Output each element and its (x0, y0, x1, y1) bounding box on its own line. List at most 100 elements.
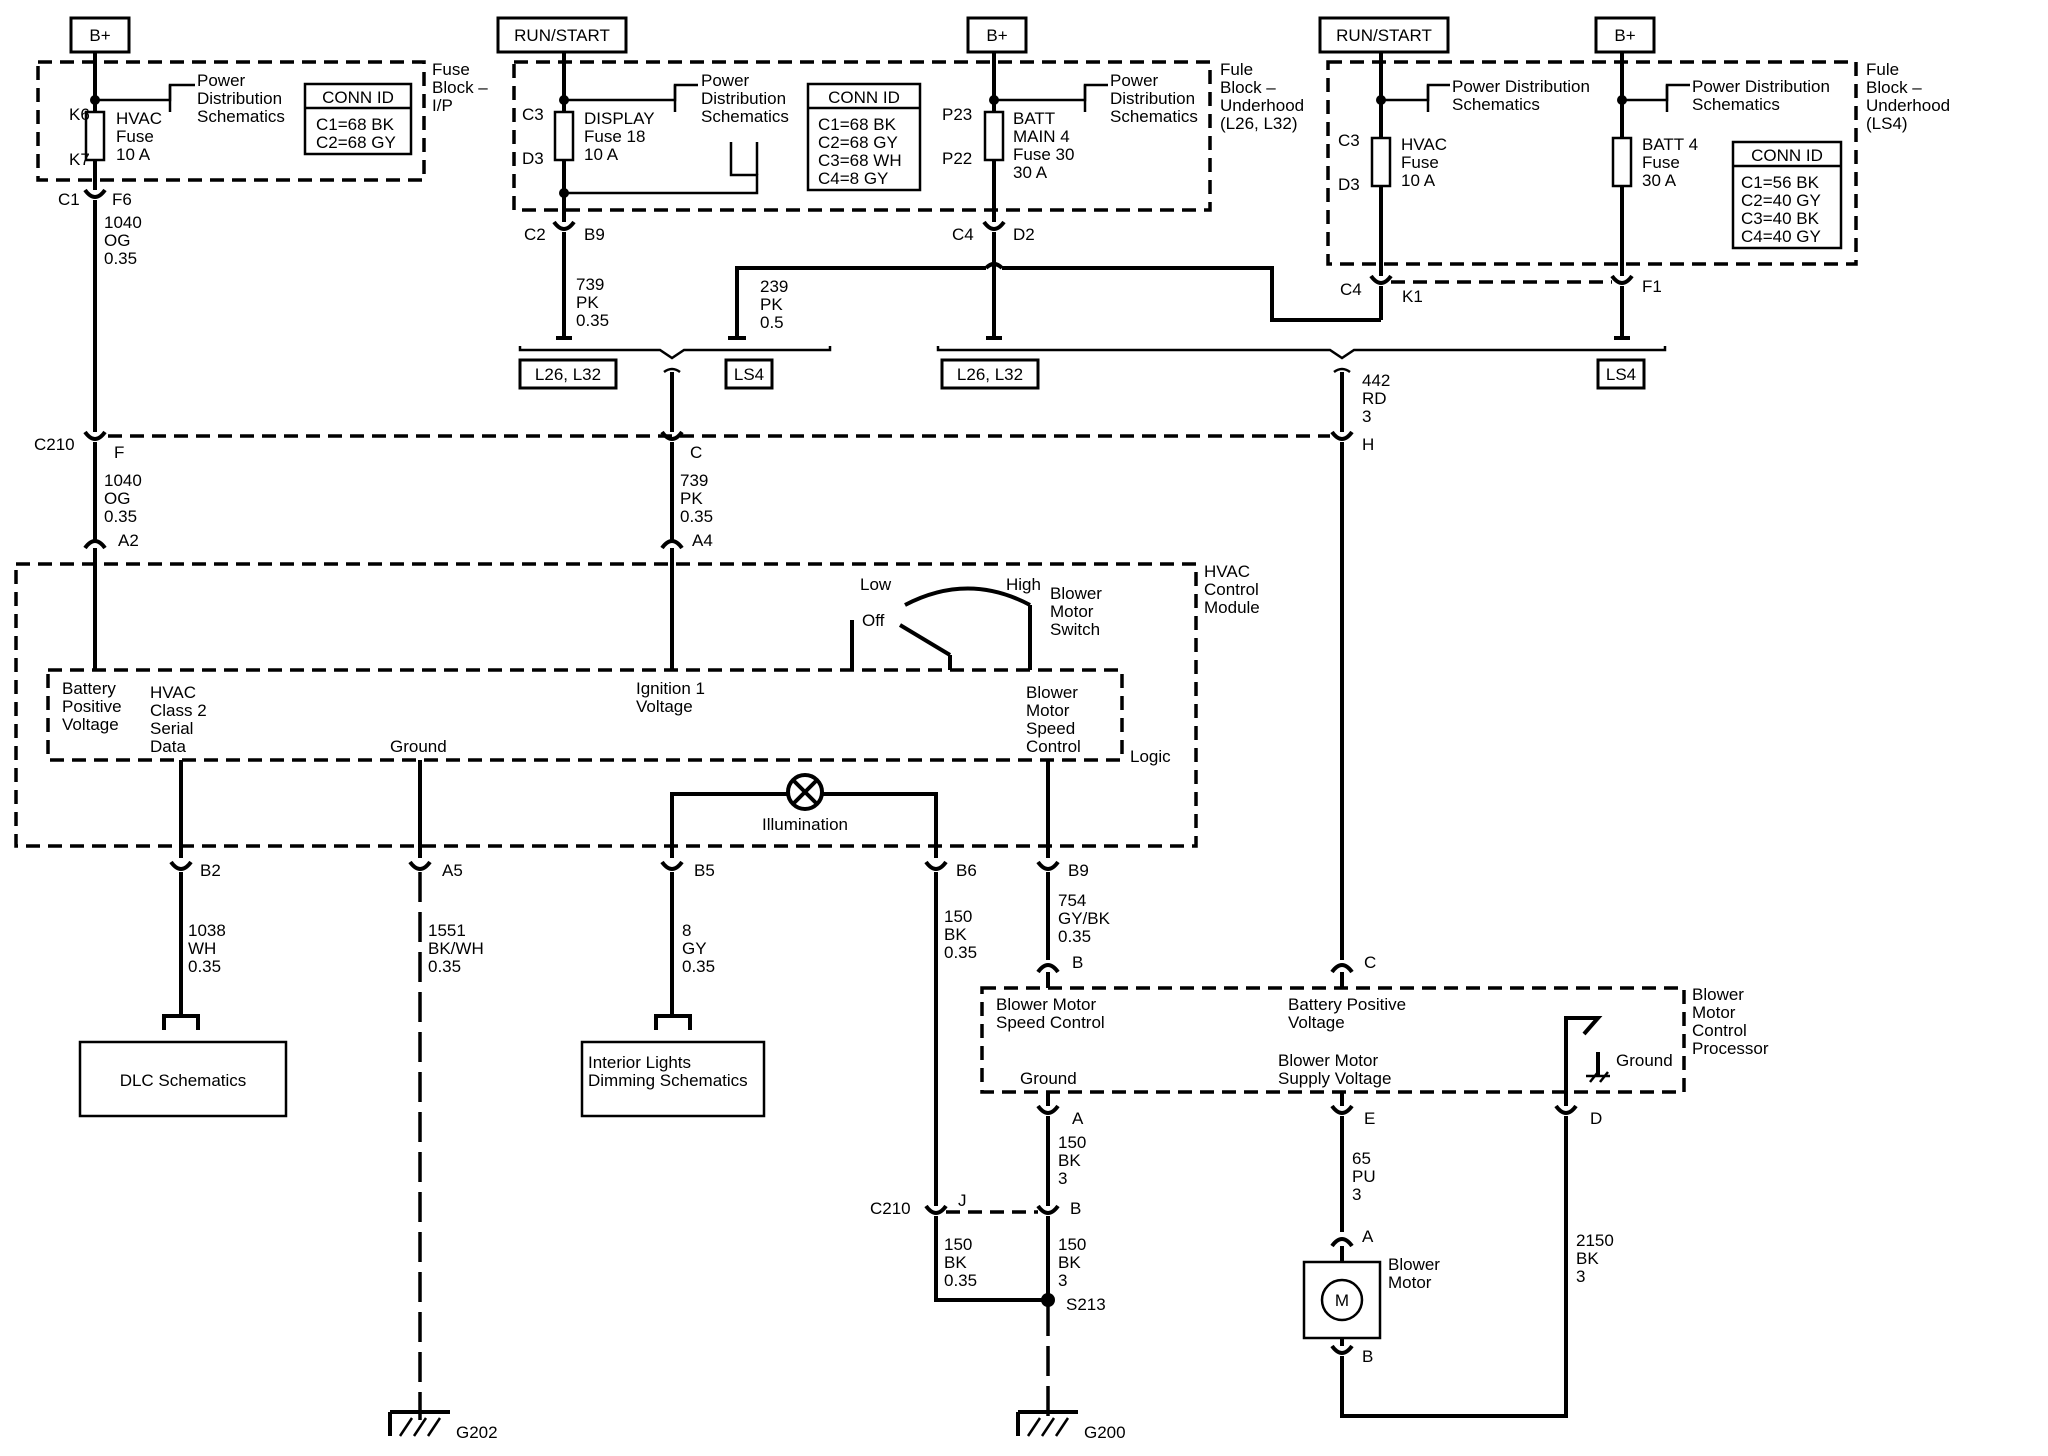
blower-motor-switch: Low High Off Blower Motor Switch (850, 575, 1102, 670)
diagram-label: CONN ID (828, 88, 900, 107)
diagram-label: Serial (150, 719, 193, 738)
b6-branch: 150 BK 0.35 754 GY/BK 0.35 (934, 872, 1111, 1206)
diagram-label: C2=68 GY (316, 133, 396, 152)
diagram-label: 1040 (104, 213, 142, 232)
diagram-label: Ground (1616, 1051, 1673, 1070)
diagram-label: B (1362, 1347, 1373, 1366)
diagram-label: HVAC (116, 109, 162, 128)
diagram-label: B+ (89, 26, 110, 45)
diagram-label: A2 (118, 531, 139, 550)
diagram-label: Fuse 18 (584, 127, 645, 146)
diagram-label: Schematics (701, 107, 789, 126)
diagram-label: Illumination (762, 815, 848, 834)
diagram-label: Battery (62, 679, 116, 698)
g200-branch: 150 BK 3 C210 J B 150 BK 0.35 150 BK 3 S… (870, 1116, 1126, 1442)
diagram-label: Voltage (62, 715, 119, 734)
diagram-label: C1=68 BK (818, 115, 897, 134)
diagram-label: Interior Lights (588, 1053, 691, 1072)
diagram-label: 739 (576, 275, 604, 294)
diagram-label: L26, L32 (957, 365, 1023, 384)
ground-icon (1016, 1410, 1078, 1437)
diagram-label: C4 (1340, 280, 1362, 299)
diagram-label: B+ (986, 26, 1007, 45)
diagram-label: PU (1352, 1167, 1376, 1186)
diagram-label: Underhood (1220, 96, 1304, 115)
diagram-label: Blower (1692, 985, 1744, 1004)
diagram-label: D3 (1338, 175, 1360, 194)
diagram-label: B (1070, 1199, 1081, 1218)
diagram-label: C (1364, 953, 1376, 972)
diagram-label: Power (197, 71, 246, 90)
diagram-label: D2 (1013, 225, 1035, 244)
diagram-label: A5 (442, 861, 463, 880)
diagram-label: Fuse (116, 127, 154, 146)
diagram-label: Fule (1220, 60, 1253, 79)
diagram-label: CONN ID (1751, 146, 1823, 165)
diagram-label: C4 (952, 225, 974, 244)
diagram-label: 1040 (104, 471, 142, 490)
diagram-label: F6 (112, 190, 132, 209)
diagram-label: G200 (1084, 1423, 1126, 1442)
diagram-label: CONN ID (322, 88, 394, 107)
diagram-label: Motor (1026, 701, 1070, 720)
diagram-label: Voltage (636, 697, 693, 716)
diagram-label: 2150 (1576, 1231, 1614, 1250)
diagram-label: Distribution (1110, 89, 1195, 108)
blower-motor-control-processor: B C Blower Motor Control Processor Blowe… (980, 953, 1769, 1128)
diagram-label: C3=40 BK (1741, 209, 1820, 228)
diagram-label: H (1362, 435, 1374, 454)
diagram-label: Motor (1692, 1003, 1736, 1022)
diagram-label: C3=68 WH (818, 151, 902, 170)
diagram-label: C3 (522, 105, 544, 124)
diagram-label: DLC Schematics (120, 1071, 247, 1090)
diagram-label: OG (104, 231, 130, 250)
diagram-label: 3 (1576, 1267, 1585, 1286)
diagram-label: C4=8 GY (818, 169, 888, 188)
diagram-label: Fule (1866, 60, 1899, 79)
diagram-label: C3 (1338, 131, 1360, 150)
diagram-label: Blower (1050, 584, 1102, 603)
diagram-label: Battery Positive (1288, 995, 1406, 1014)
diagram-label: Ground (1020, 1069, 1077, 1088)
diagram-label: C210 (34, 435, 75, 454)
diagram-label: 239 (760, 277, 788, 296)
dlc-branch: 1038 WH 0.35 DLC Schematics (78, 872, 288, 1118)
power-source-runstart-1: RUN/START (496, 16, 628, 54)
diagram-label: K1 (1402, 287, 1423, 306)
diagram-label: BK (1058, 1151, 1081, 1170)
diagram-label: E (1364, 1109, 1375, 1128)
diagram-label: Motor (1050, 602, 1094, 621)
diagram-label: B9 (1068, 861, 1089, 880)
diagram-label: 754 (1058, 891, 1086, 910)
diagram-label: 0.35 (682, 957, 715, 976)
fuse-block-ip: Fuse Block – I/P K6 K7 HVAC Fuse 10 A Po… (36, 52, 488, 190)
diagram-label: G202 (456, 1423, 498, 1442)
power-source-bplus-2: B+ (966, 16, 1028, 54)
diagram-label: 739 (680, 471, 708, 490)
motor-icon (1320, 1278, 1364, 1322)
diagram-label: Motor (1388, 1273, 1432, 1292)
ground-icon (388, 1410, 450, 1437)
diagram-label: I/P (432, 96, 453, 115)
diagram-label: Logic (1130, 747, 1171, 766)
diagram-label: Power (701, 71, 750, 90)
diagram-label: C1=68 BK (316, 115, 395, 134)
diagram-label: C2=68 GY (818, 133, 898, 152)
connector-c210: C210 F C H 1040 OG 0.35 739 PK 0.35 A2 A… (34, 420, 1374, 960)
diagram-label: Fuse 30 (1013, 145, 1074, 164)
diagram-label: B5 (694, 861, 715, 880)
diagram-label: Block – (432, 78, 488, 97)
diagram-label: Low (860, 575, 892, 594)
diagram-label: OG (104, 489, 130, 508)
diagram-label: M (1335, 1291, 1349, 1310)
diagram-label: BK (944, 1253, 967, 1272)
diagram-label: Data (150, 737, 186, 756)
diagram-label: 65 (1352, 1149, 1371, 1168)
diagram-label: Control (1692, 1021, 1747, 1040)
diagram-label: Class 2 (150, 701, 207, 720)
diagram-label: B9 (584, 225, 605, 244)
diagram-label: RUN/START (1336, 26, 1432, 45)
diagram-label: 150 (944, 1235, 972, 1254)
diagram-label: BATT (1013, 109, 1055, 128)
